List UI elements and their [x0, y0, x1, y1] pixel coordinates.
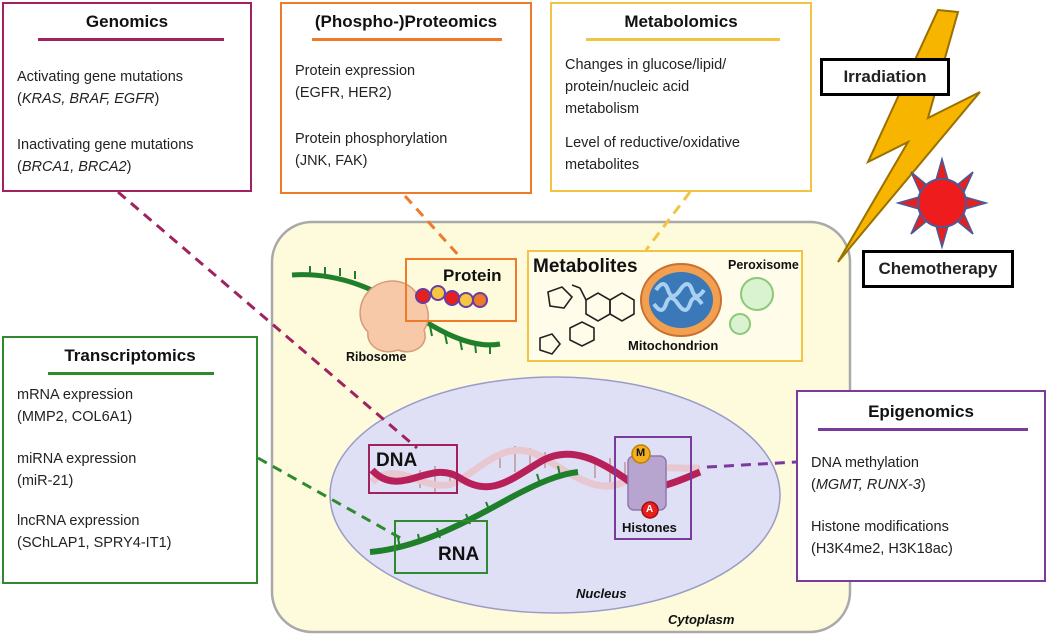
histone-mark-a-label: A — [646, 504, 654, 515]
transcriptomics-title-rule — [48, 372, 214, 375]
lightning-bolt-icon — [837, 8, 981, 263]
epigenomics-title-rule — [818, 428, 1028, 431]
genomics-box: Genomics Activating gene mutations (KRAS… — [2, 2, 252, 192]
sun-icon — [895, 156, 989, 250]
epigenomics-connector — [689, 460, 797, 470]
epigenomics-item-2: Histone modifications (H3K4me2, H3K18ac) — [811, 519, 953, 557]
ribosome-illustration — [291, 266, 501, 354]
proteomics-title: (Phospho-)Proteomics — [314, 12, 498, 31]
transcriptomics-item-2: miRNA expression (miR-21) — [17, 451, 137, 489]
metabolomics-title-rule — [586, 38, 780, 41]
proteomics-connector — [403, 194, 462, 259]
mitochondrion-label: Mitochondrion — [628, 338, 719, 353]
metabolomics-box: Metabolomics Changes in glucose/lipid/ p… — [550, 2, 812, 192]
cytoplasm-label: Cytoplasm — [668, 612, 735, 627]
histones-box: Histones — [614, 436, 692, 540]
epigenomics-item-1: DNA methylation (MGMT, RUNX-3) — [811, 455, 926, 493]
epigenomics-box: Epigenomics DNA methylation (MGMT, RUNX-… — [796, 390, 1046, 582]
transcriptomics-item-1: mRNA expression (MMP2, COL6A1) — [17, 387, 134, 425]
histones-label: Histones — [622, 520, 677, 535]
genomics-item-2: Inactivating gene mutations (BRCA1, BRCA… — [17, 137, 194, 175]
metabolomics-connector — [644, 191, 692, 251]
irradiation-label: Irradiation — [820, 58, 950, 96]
ribosome-label: Ribosome — [346, 350, 407, 364]
genomics-item-1: Activating gene mutations (KRAS, BRAF, E… — [17, 69, 184, 107]
genomics-title-rule — [38, 38, 224, 41]
metabolomics-item-1: Changes in glucose/lipid/ protein/nuclei… — [565, 57, 727, 117]
metabolomics-title: Metabolomics — [624, 12, 738, 31]
acetylation-mark — [641, 501, 659, 519]
protein-beads — [415, 285, 488, 308]
rna-strand — [369, 465, 579, 555]
chemotherapy-label: Chemotherapy — [862, 250, 1014, 288]
nucleus-label: Nucleus — [576, 586, 627, 601]
rna-label: RNA — [438, 544, 480, 565]
proteomics-box: (Phospho-)Proteomics Protein expression … — [280, 2, 532, 194]
metabolomics-item-2: Level of reductive/oxidative metabolites — [565, 135, 740, 173]
dna-label: DNA — [376, 450, 418, 471]
transcriptomics-title: Transcriptomics — [64, 346, 196, 365]
protein-box: Protein — [405, 258, 517, 322]
metabolites-label: Metabolites — [533, 256, 638, 277]
proteomics-item-1: Protein expression (EGFR, HER2) — [295, 63, 416, 101]
rna-box: RNA — [394, 520, 488, 574]
histone-mark-m-label: M — [636, 447, 646, 459]
protein-label: Protein — [443, 266, 502, 285]
epigenomics-title: Epigenomics — [868, 402, 974, 421]
genomics-title: Genomics — [85, 12, 169, 31]
peroxisome-label: Peroxisome — [728, 258, 799, 272]
transcriptomics-connector — [257, 456, 405, 542]
proteomics-title-rule — [312, 38, 502, 41]
transcriptomics-item-3: lncRNA expression (SChLAP1, SPRY4-IT1) — [17, 513, 172, 551]
methylation-mark — [631, 444, 651, 464]
proteomics-item-2: Protein phosphorylation (JNK, FAK) — [295, 131, 448, 169]
genomics-connector — [117, 190, 418, 450]
nucleus-region — [329, 376, 781, 614]
transcriptomics-box: Transcriptomics mRNA expression (MMP2, C… — [2, 336, 258, 584]
dna-box: DNA — [368, 444, 458, 494]
